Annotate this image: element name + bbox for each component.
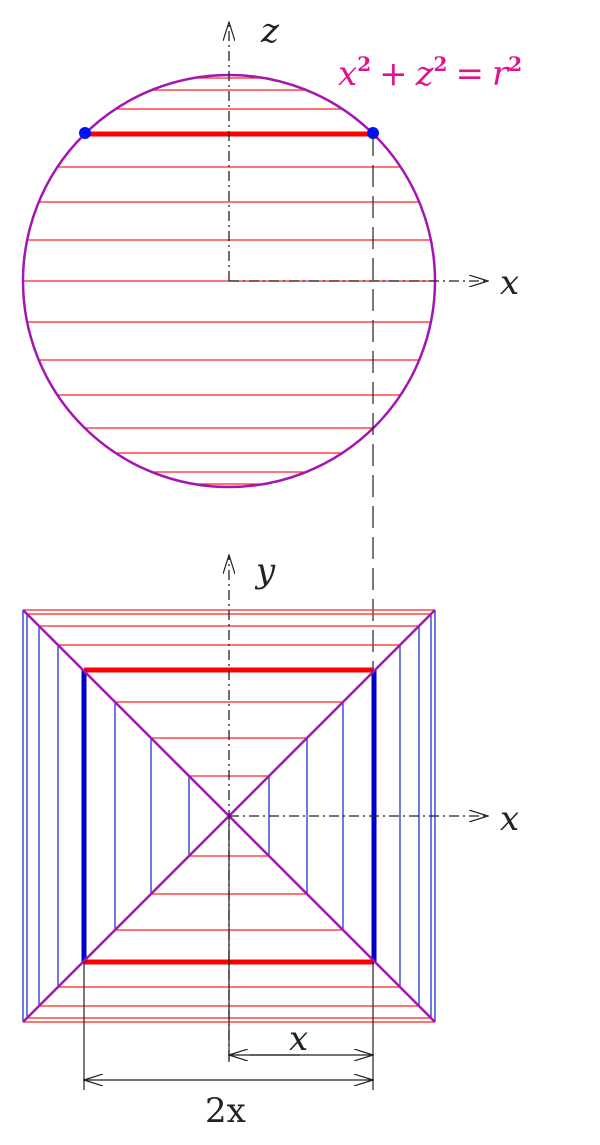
x-axis-label-bottom: x (500, 799, 519, 839)
y-axis-label: y (254, 551, 276, 591)
x-axis-label-top: x (500, 263, 519, 303)
dimension-x-label: x (289, 1019, 308, 1059)
chord-endpoint-right (367, 127, 379, 139)
circle-equation: x2+z2=r2 (338, 52, 522, 94)
chord-endpoint-left (79, 127, 91, 139)
z-axis-label: z (260, 11, 280, 51)
dimension-2x-label: 2x (205, 1091, 246, 1131)
